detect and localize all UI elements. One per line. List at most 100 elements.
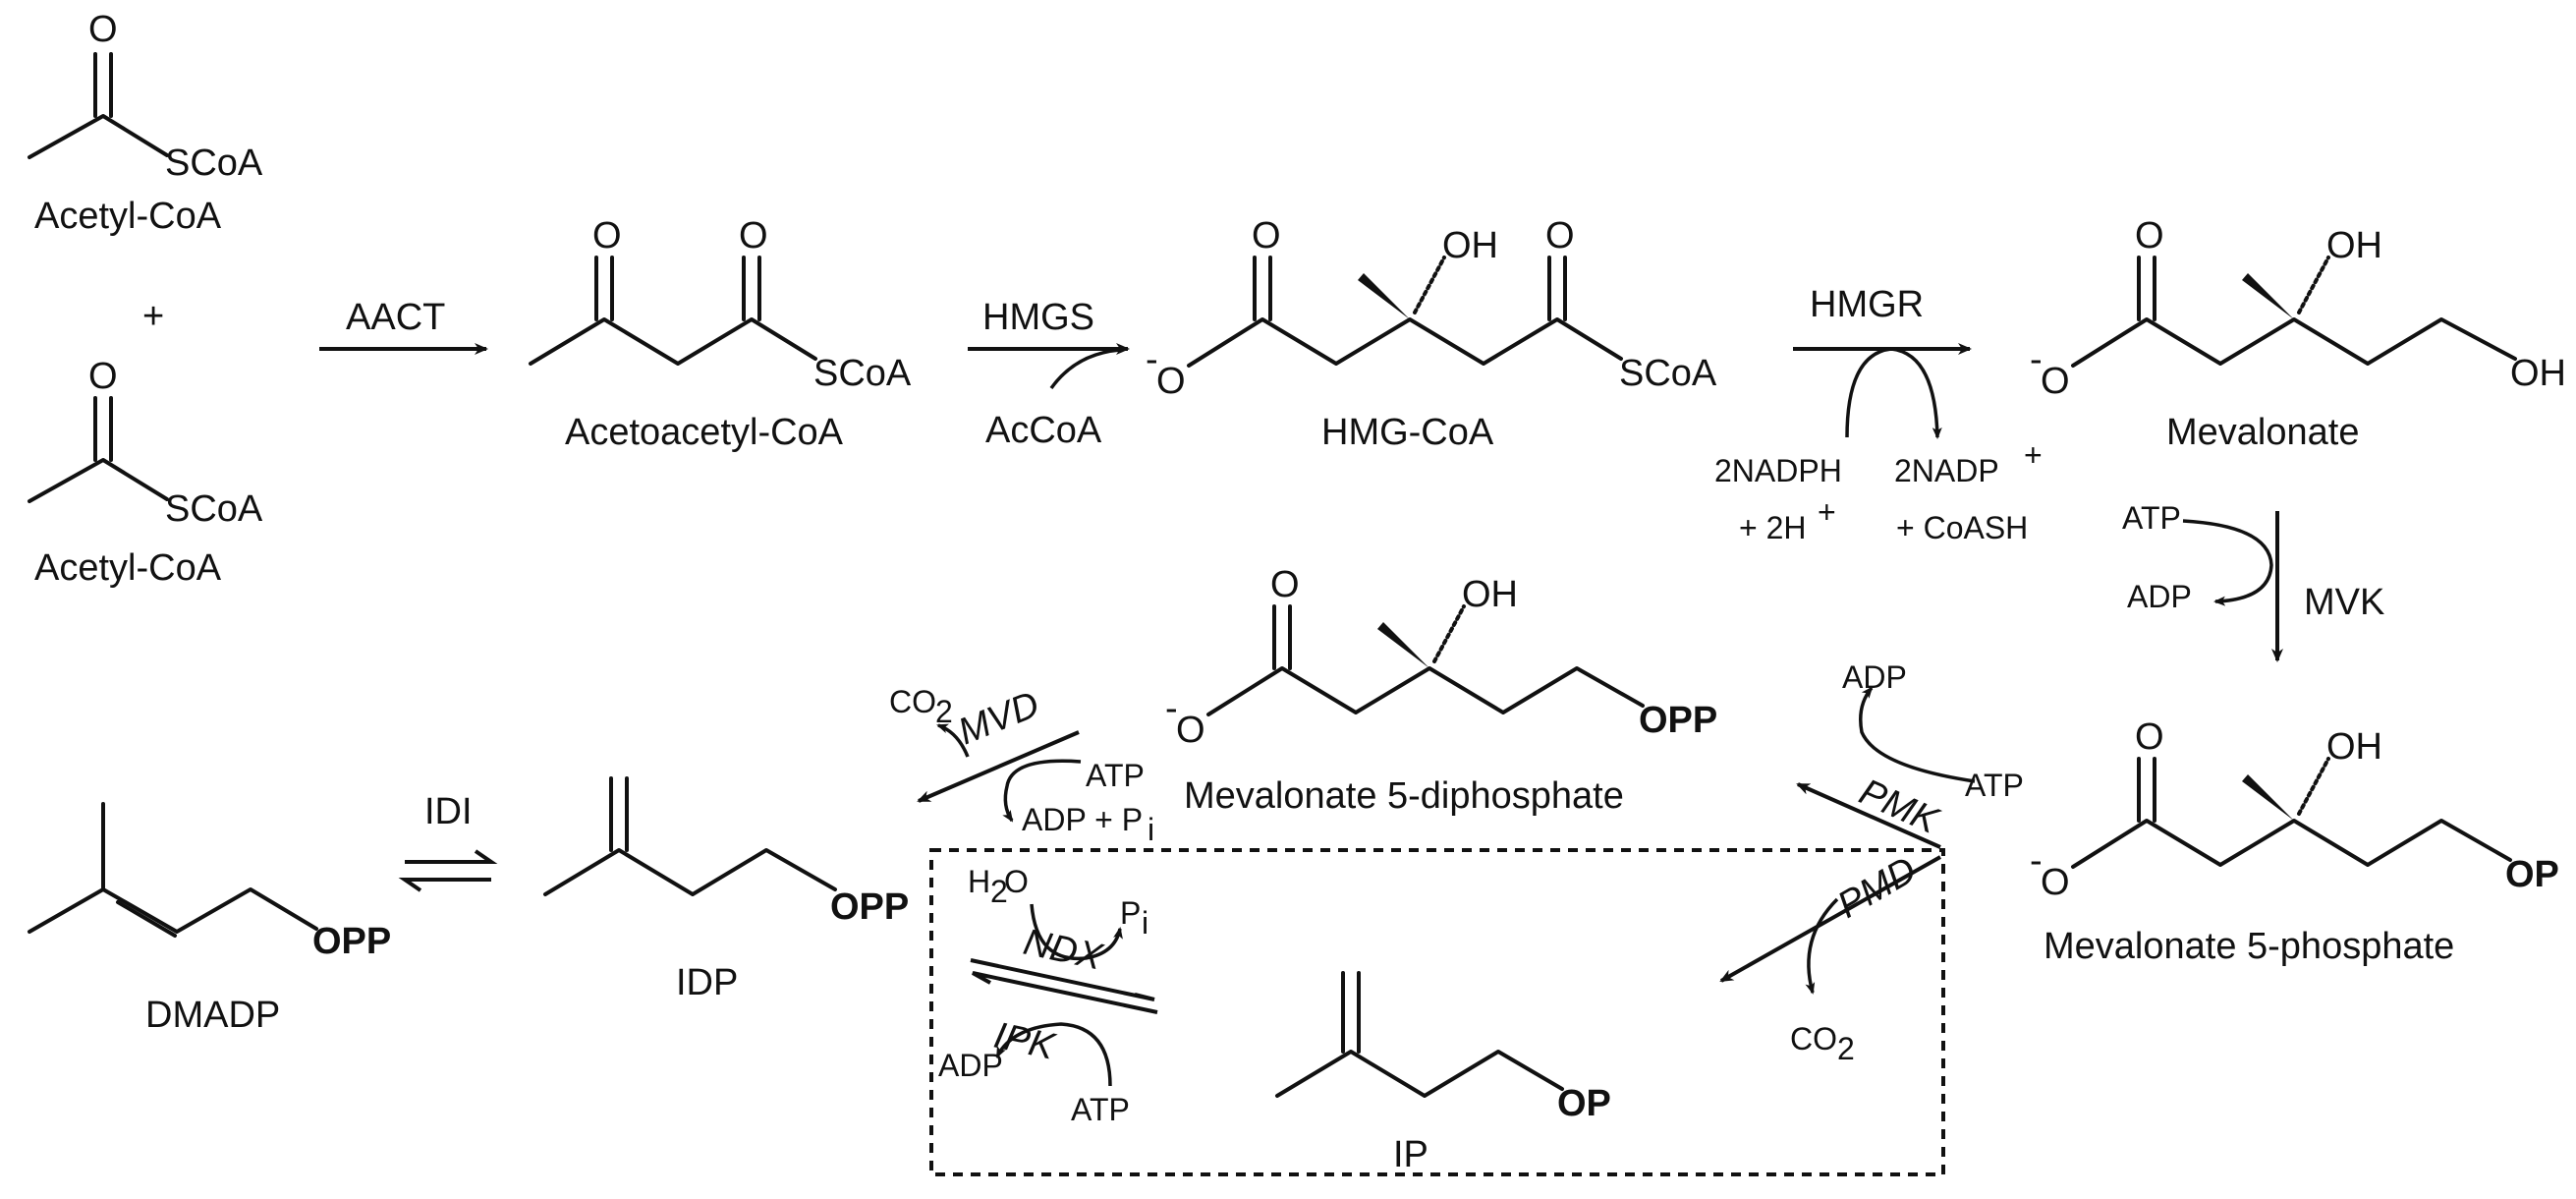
- ndx-h2o-subscript: 2: [990, 874, 1008, 909]
- pmk-atp-adp-curve: [1859, 686, 1976, 783]
- coash-cofactor: + CoASH: [1896, 510, 2028, 545]
- hydroxyl-group: OH: [2326, 225, 2382, 266]
- proton-cofactor: + 2H: [1739, 510, 1806, 545]
- aact-enzyme-label: AACT: [346, 297, 445, 338]
- hydroxyl-group: OH: [1442, 225, 1498, 266]
- mvd-pi-subscript: i: [1148, 812, 1154, 847]
- scoa-group: SCoA: [165, 143, 263, 184]
- carbonyl-oxygen: O: [2135, 215, 2164, 257]
- negative-charge: -: [1146, 339, 1158, 380]
- ipk-atp-curve: [995, 1022, 1112, 1087]
- acetyl-coa-structure-1: O SCoA: [28, 9, 263, 184]
- phosphate-group: OP: [2505, 854, 2559, 895]
- mvd-adp-pi-cofactor: ADP + P: [1022, 802, 1143, 837]
- hydroxyl-group: OH: [1462, 574, 1518, 615]
- mvd-co2-cofactor: CO: [889, 684, 936, 719]
- idi-enzyme-label: IDI: [424, 791, 473, 832]
- carbonyl-oxygen: O: [88, 356, 118, 397]
- adp-cofactor: ADP: [2127, 579, 2192, 614]
- dmadp-structure: OPP: [28, 802, 391, 962]
- hydroxyl-group: OH: [2510, 353, 2566, 394]
- mvd-reaction-arrow: [917, 730, 1080, 803]
- acetyl-coa-label-2: Acetyl-CoA: [34, 547, 222, 589]
- hmg-coa-structure: O - O O OH SCoA: [1146, 215, 1717, 402]
- ndx-h2o-curve: [1030, 903, 1123, 961]
- negative-charge: -: [1165, 688, 1178, 729]
- mvd-enzyme-label: MVD: [953, 684, 1045, 754]
- mevalonate-label: Mevalonate: [2166, 412, 2359, 453]
- atp-cofactor: ATP: [2122, 500, 2181, 536]
- pmd-co2-curve: [1805, 897, 1839, 995]
- ndx-forward-arrow: [970, 958, 1155, 1001]
- proton-charge: +: [1818, 494, 1836, 530]
- scoa-group: SCoA: [1619, 353, 1717, 394]
- ndx-h2o-o: O: [1004, 864, 1029, 899]
- phosphate-group: OP: [1557, 1083, 1611, 1124]
- hydroxyl-group: OH: [2326, 726, 2382, 768]
- carbonyl-oxygen: O: [1545, 215, 1575, 257]
- idi-reverse-arrow: [398, 878, 491, 892]
- ipk-adp-cofactor: ADP: [938, 1048, 1003, 1083]
- pmk-adp-cofactor: ADP: [1842, 659, 1907, 695]
- diphosphate-group: OPP: [830, 886, 909, 928]
- mevalonate-5-diphosphate-structure: O - O OH OPP: [1165, 564, 1717, 751]
- hmg-coa-label: HMG-CoA: [1321, 412, 1494, 453]
- mvk-enzyme-label: MVK: [2304, 582, 2384, 623]
- carbonyl-oxygen: O: [1270, 564, 1300, 605]
- pmd-co2-subscript: 2: [1837, 1031, 1855, 1066]
- ndx-enzyme-label: NDX: [1020, 922, 1107, 979]
- idp-label: IDP: [676, 962, 738, 1003]
- acetyl-coa-structure-2: O SCoA: [28, 356, 263, 530]
- idi-forward-arrow: [405, 849, 498, 864]
- ndx-h2o-h: H: [968, 864, 990, 899]
- nadp-cofactor: 2NADP: [1894, 453, 1999, 488]
- ndx-pi-cofactor: P: [1120, 895, 1141, 931]
- acetoacetyl-coa-structure: O O SCoA: [529, 215, 912, 394]
- dmadp-label: DMADP: [145, 995, 280, 1036]
- hmgs-enzyme-label: HMGS: [982, 297, 1094, 338]
- methyl-wedge: [2242, 774, 2294, 821]
- mevalonate-5-phosphate-structure: O - O OH OP: [2030, 716, 2559, 903]
- ndx-pi-subscript: i: [1142, 905, 1148, 941]
- negative-charge: -: [2030, 339, 2043, 380]
- hmgr-enzyme-label: HMGR: [1810, 284, 1924, 325]
- carboxylate-oxygen: O: [2041, 862, 2070, 903]
- pmd-co2-cofactor: CO: [1790, 1021, 1837, 1056]
- diphosphate-group: OPP: [312, 921, 391, 962]
- pmk-enzyme-label: PMK: [1853, 771, 1945, 843]
- carboxylate-oxygen: O: [2041, 361, 2070, 402]
- mevalonate-5-phosphate-label: Mevalonate 5-phosphate: [2044, 926, 2454, 967]
- carbonyl-oxygen: O: [2135, 716, 2164, 758]
- ip-label: IP: [1393, 1134, 1428, 1175]
- acetoacetyl-coa-label: Acetoacetyl-CoA: [565, 412, 844, 453]
- mvd-co2-curve: [936, 723, 970, 758]
- scoa-group: SCoA: [165, 488, 263, 530]
- pmk-reaction-arrow: [1796, 782, 1941, 849]
- pmd-enzyme-label: PMD: [1831, 849, 1924, 927]
- carboxylate-oxygen: O: [1156, 361, 1186, 402]
- ipk-reverse-arrow: [972, 971, 1158, 1014]
- plus-sign: +: [142, 296, 164, 337]
- mvd-atp-cofactor: ATP: [1086, 758, 1145, 793]
- negative-charge: -: [2030, 840, 2043, 882]
- alternative-pathway-box: [929, 848, 1945, 1176]
- carbonyl-oxygen: O: [1252, 215, 1281, 257]
- methyl-wedge: [1358, 273, 1410, 319]
- mevalonate-structure: O - O OH OH: [2030, 215, 2566, 402]
- mvd-atp-curve: [1002, 759, 1082, 823]
- methyl-wedge: [2242, 273, 2294, 319]
- methyl-wedge: [1377, 622, 1429, 668]
- acetyl-coa-label-1: Acetyl-CoA: [34, 196, 222, 237]
- ip-structure: OP: [1275, 971, 1611, 1124]
- idp-structure: OPP: [543, 776, 909, 928]
- diphosphate-group: OPP: [1639, 700, 1717, 741]
- carbonyl-oxygen: O: [592, 215, 622, 257]
- mevalonate-5-diphosphate-label: Mevalonate 5-diphosphate: [1184, 775, 1624, 817]
- mvd-co2-subscript: 2: [935, 694, 953, 729]
- carboxylate-oxygen: O: [1176, 710, 1205, 751]
- scoa-group: SCoA: [813, 353, 912, 394]
- ipk-atp-cofactor: ATP: [1071, 1092, 1130, 1127]
- pmd-reaction-arrow: [1719, 855, 1941, 983]
- nadp-charge: +: [2024, 437, 2043, 473]
